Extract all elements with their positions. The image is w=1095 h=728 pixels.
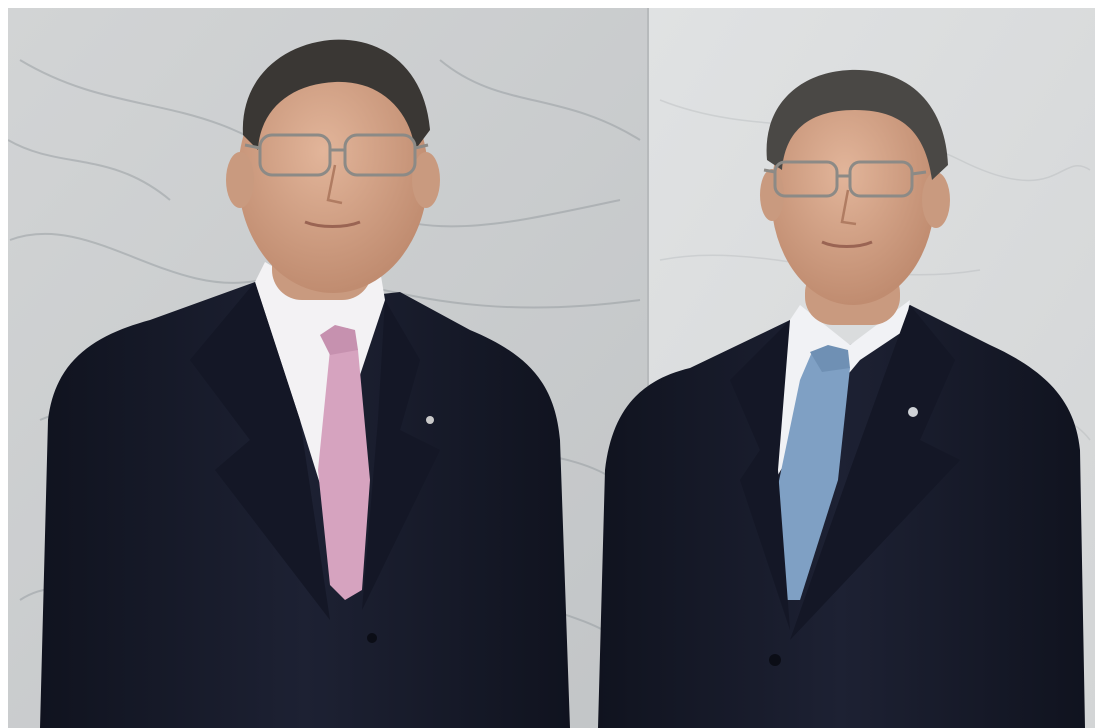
left-ear-l <box>226 152 254 208</box>
left-mouth <box>304 220 361 228</box>
left-lapel-r <box>362 300 440 610</box>
right-mouth <box>821 240 873 248</box>
left-lapel-pin <box>426 416 434 424</box>
right-glasses <box>763 160 927 198</box>
bottom-white-strip <box>0 0 8 728</box>
right-lapel-l <box>730 320 790 630</box>
right-ear-l <box>760 169 784 221</box>
right-tie <box>775 348 850 600</box>
right-shirt <box>775 300 910 480</box>
right-nose <box>840 189 857 226</box>
right-hair <box>766 69 948 180</box>
left-lapel-l <box>190 282 330 620</box>
person-left <box>40 39 570 728</box>
right-tie-knot <box>810 345 850 372</box>
left-ear-r <box>412 152 440 208</box>
left-tie <box>318 328 370 600</box>
right-lapel-r <box>790 305 960 640</box>
right-button <box>769 654 781 666</box>
left-shirt <box>255 262 385 500</box>
top-white-strip <box>0 0 1095 8</box>
left-tie-knot <box>320 325 358 355</box>
right-ear-r <box>922 172 950 228</box>
person-right <box>598 69 1085 728</box>
left-nose <box>326 164 343 205</box>
left-hair <box>242 39 430 151</box>
left-glasses <box>244 133 429 177</box>
left-button <box>367 633 377 643</box>
right-lapel-pin <box>908 407 918 417</box>
